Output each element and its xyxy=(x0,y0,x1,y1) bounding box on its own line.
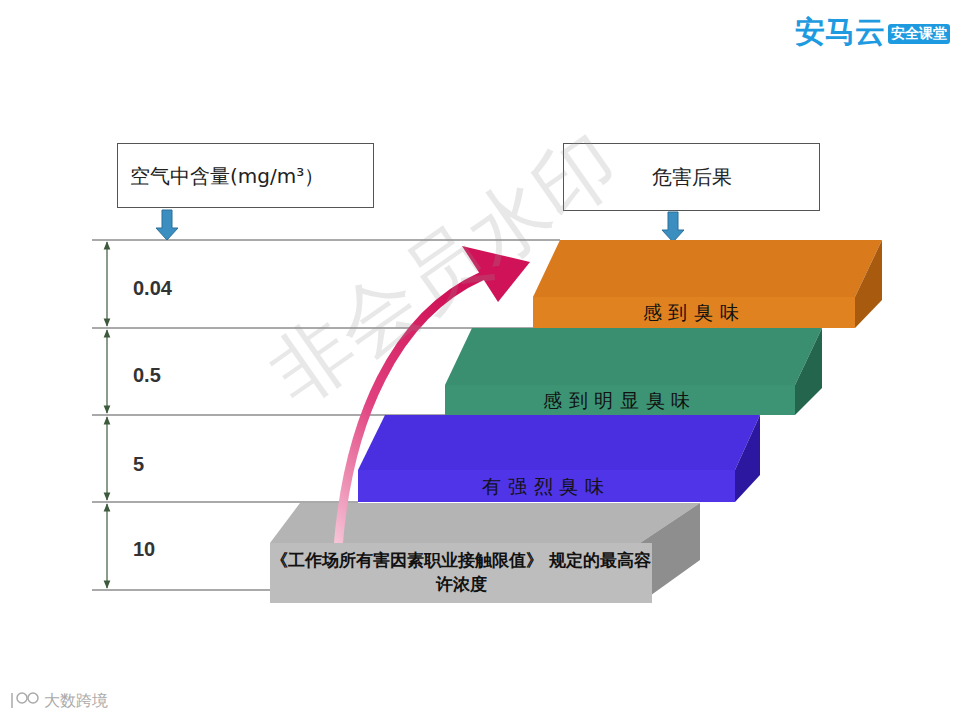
node-text: 空气中含量(mg/m³） xyxy=(130,162,324,190)
down-arrows xyxy=(156,210,684,242)
blue-step xyxy=(358,415,760,502)
hazard-step: 感到明显臭味 xyxy=(445,385,795,415)
orange-step xyxy=(533,240,882,328)
grey-step xyxy=(270,503,700,603)
hazard-step: 感到臭味 xyxy=(533,297,855,328)
logo-badge: 安全课堂 xyxy=(888,24,950,44)
green-step xyxy=(445,328,822,415)
scale-value: 0.5 xyxy=(133,364,161,387)
hazard-step: 有强烈臭味 xyxy=(358,470,735,502)
scale-value: 10 xyxy=(133,538,155,561)
limit-step: 《工作场所有害因素职业接触限值》 规定的最高容许浓度 xyxy=(270,543,652,603)
watermark-logo xyxy=(12,693,38,708)
node-text: 感到明显臭味 xyxy=(543,387,697,414)
header-box: 空气中含量(mg/m³） xyxy=(117,143,374,208)
node-text: 有强烈臭味 xyxy=(482,473,610,500)
watermark-brand: 大数跨境 xyxy=(44,691,108,712)
scale-value: 5 xyxy=(133,453,144,476)
logo-text: 安马云 xyxy=(795,12,885,53)
scale-value: 0.04 xyxy=(133,277,172,300)
node-text: 危害后果 xyxy=(652,163,732,191)
node-text: 感到臭味 xyxy=(643,299,746,326)
header-box: 危害后果 xyxy=(563,143,820,211)
dimension-arrows xyxy=(106,242,107,588)
node-text: 《工作场所有害因素职业接触限值》 规定的最高容许浓度 xyxy=(270,549,652,597)
